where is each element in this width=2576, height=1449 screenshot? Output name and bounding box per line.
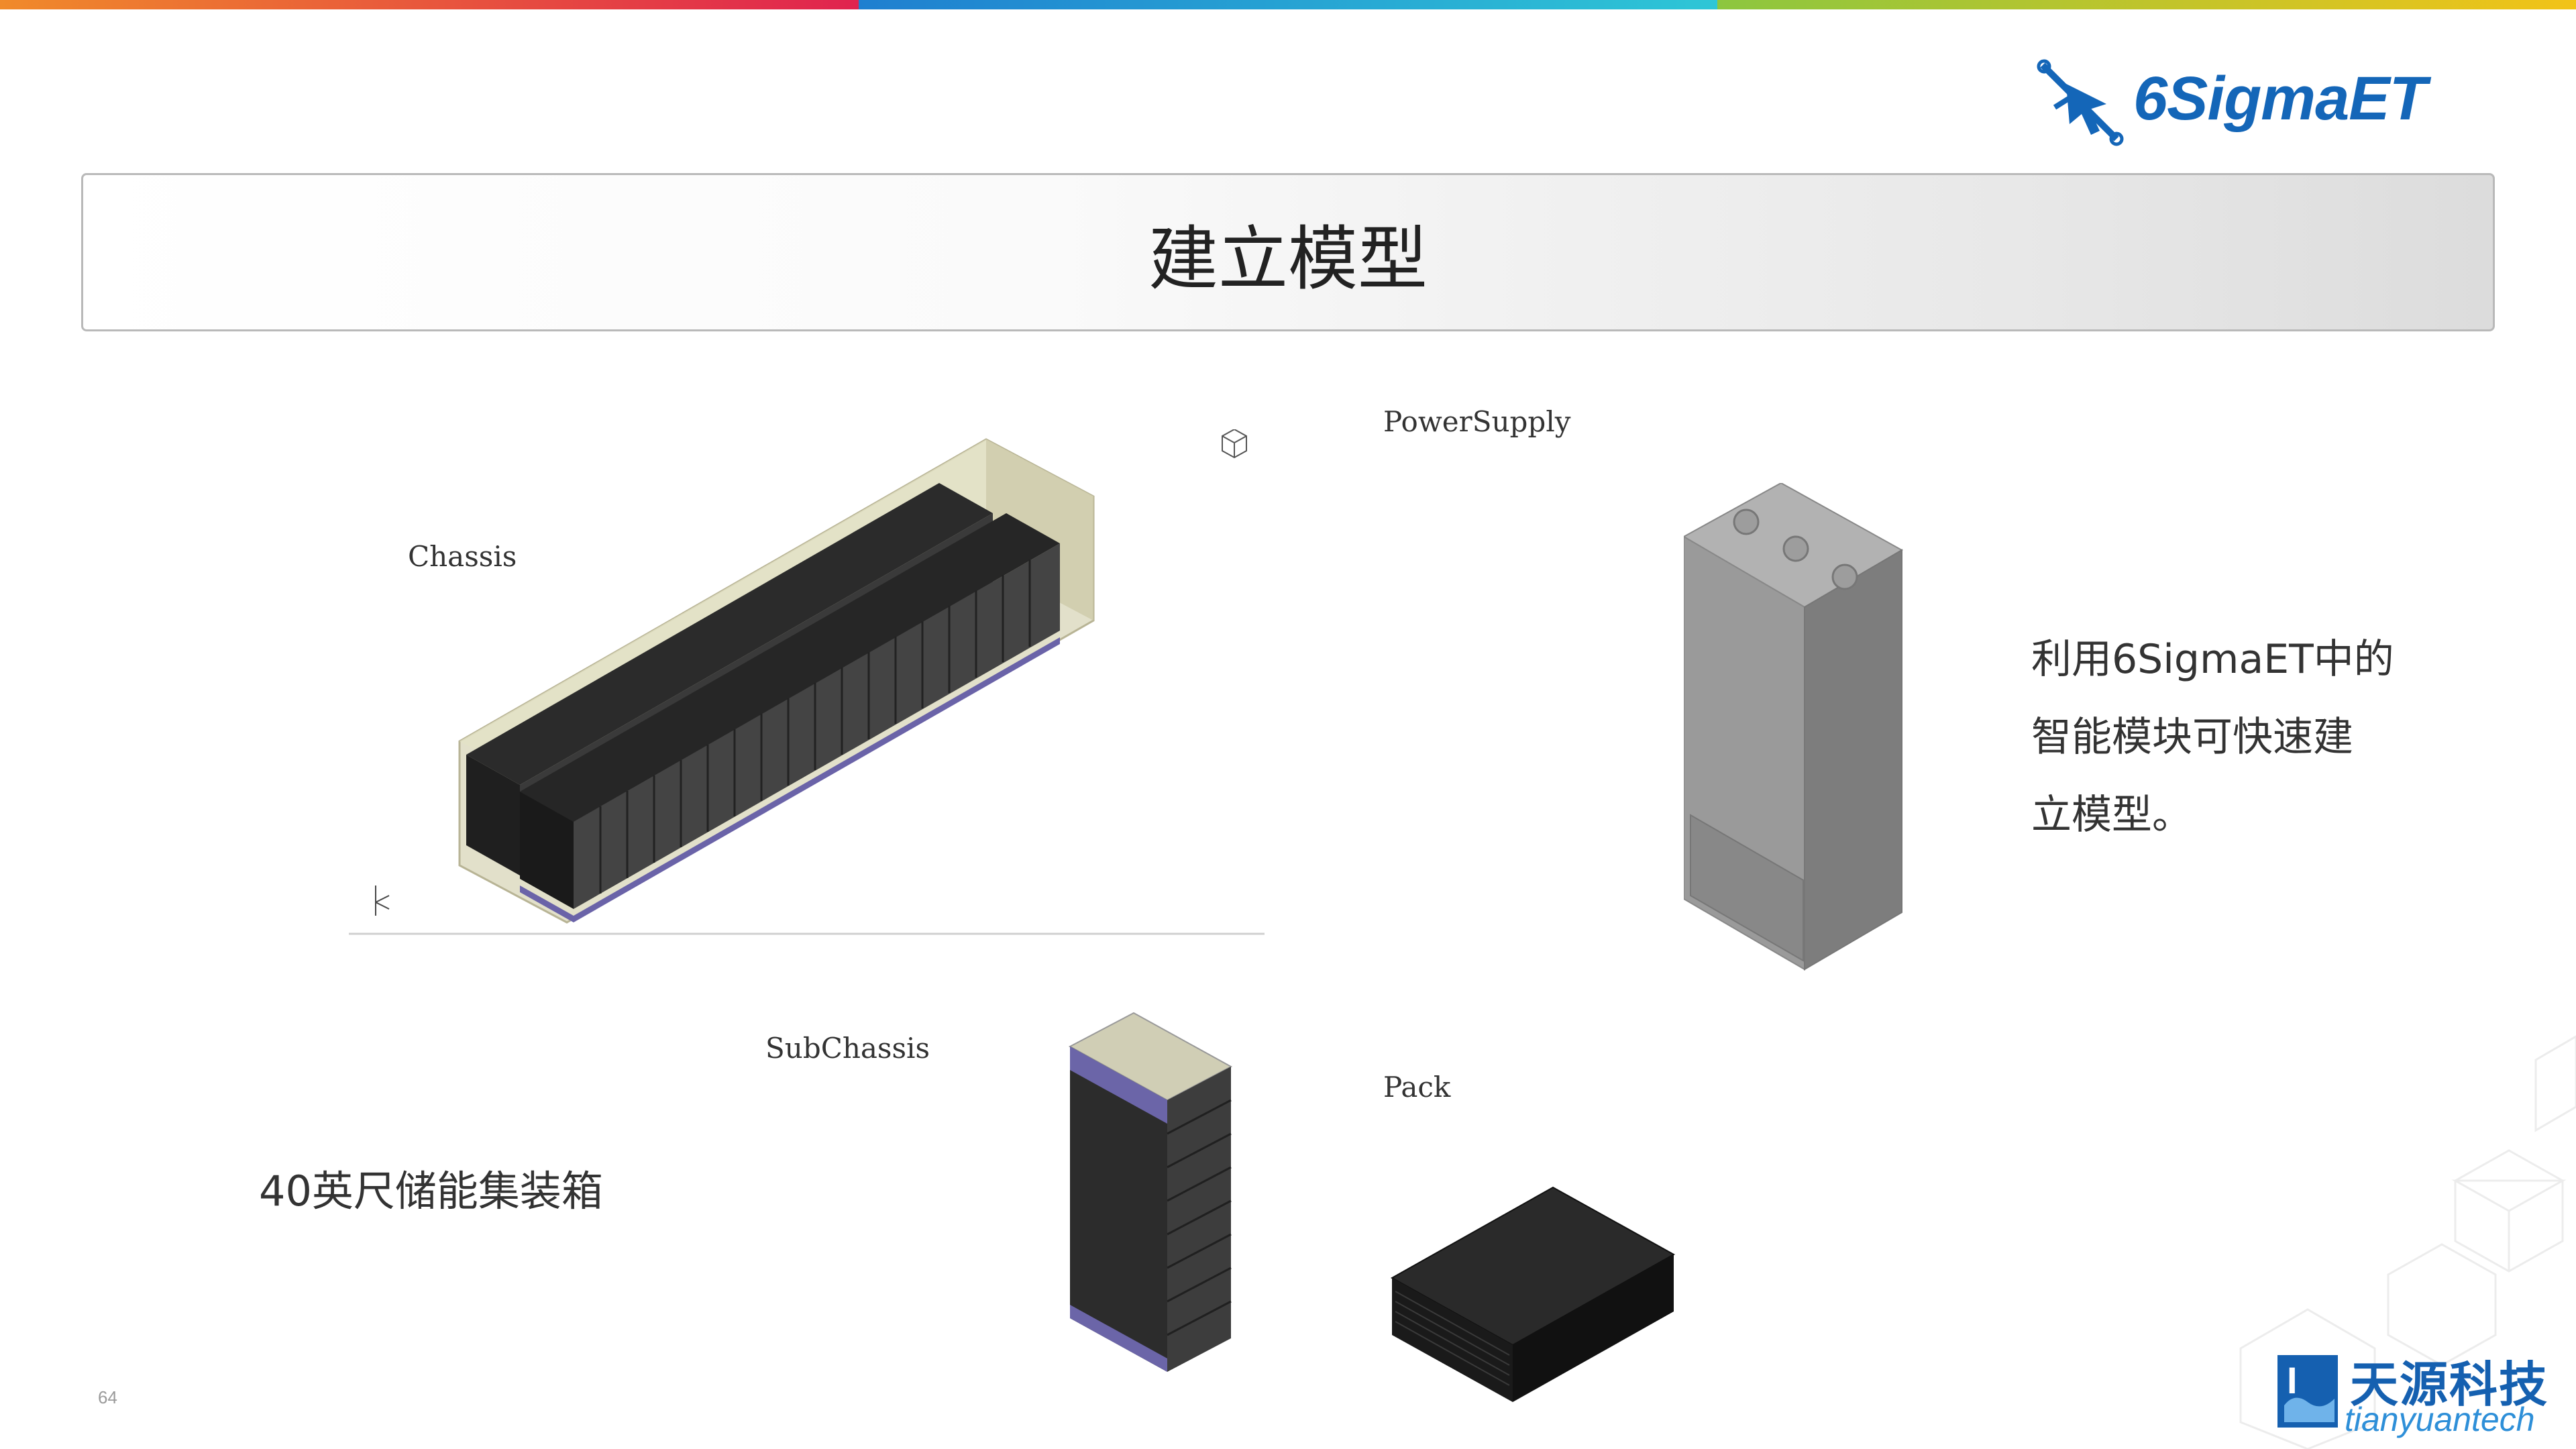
description-line-1: 利用6SigmaET中的 [2031,636,2394,683]
stripe-segment-red [0,0,859,9]
pack-label: Pack [1383,1071,1451,1104]
top-color-stripe [0,0,2576,9]
power-supply-label: PowerSupply [1383,405,1571,438]
brand-logo: 6SigmaET [2036,57,2452,151]
company-logo-icon: I [2277,1355,2338,1428]
sub-chassis-label: SubChassis [765,1032,930,1065]
axes-triad-icon [375,885,390,916]
chassis-label: Chassis [408,540,517,573]
view-cube-icon [1222,429,1247,459]
decorative-cubes [2239,1035,2576,1449]
page-number: 64 [98,1387,117,1407]
stripe-segment-yellow [1717,0,2576,9]
company-name-en: tianyuantech [2345,1401,2535,1438]
description-text: 利用6SigmaET中的 智能模块可快速建 立模型。 [2031,621,2407,854]
description-line-3: 立模型。 [2031,792,2192,839]
company-logo: I 天源科技 tianyuantech [2277,1345,2547,1439]
power-supply-model [1684,483,1904,971]
container-name: 40英尺储能集装箱 [259,1167,603,1216]
page-title: 建立模型 [1148,217,1428,300]
brand-logo-text: 6SigmaET [2133,64,2427,133]
cursor-logo-icon [2037,59,2124,146]
pack-model [1390,1186,1676,1402]
sub-chassis-model [1068,1012,1233,1372]
company-name-cn: 天源科技 [2350,1356,2549,1413]
svg-text:I: I [2287,1359,2298,1401]
stripe-segment-blue [859,0,1717,9]
container-chassis-model [349,429,1265,935]
title-banner: 建立模型 [81,173,2495,331]
description-line-2: 智能模块可快速建 [2031,714,2353,761]
